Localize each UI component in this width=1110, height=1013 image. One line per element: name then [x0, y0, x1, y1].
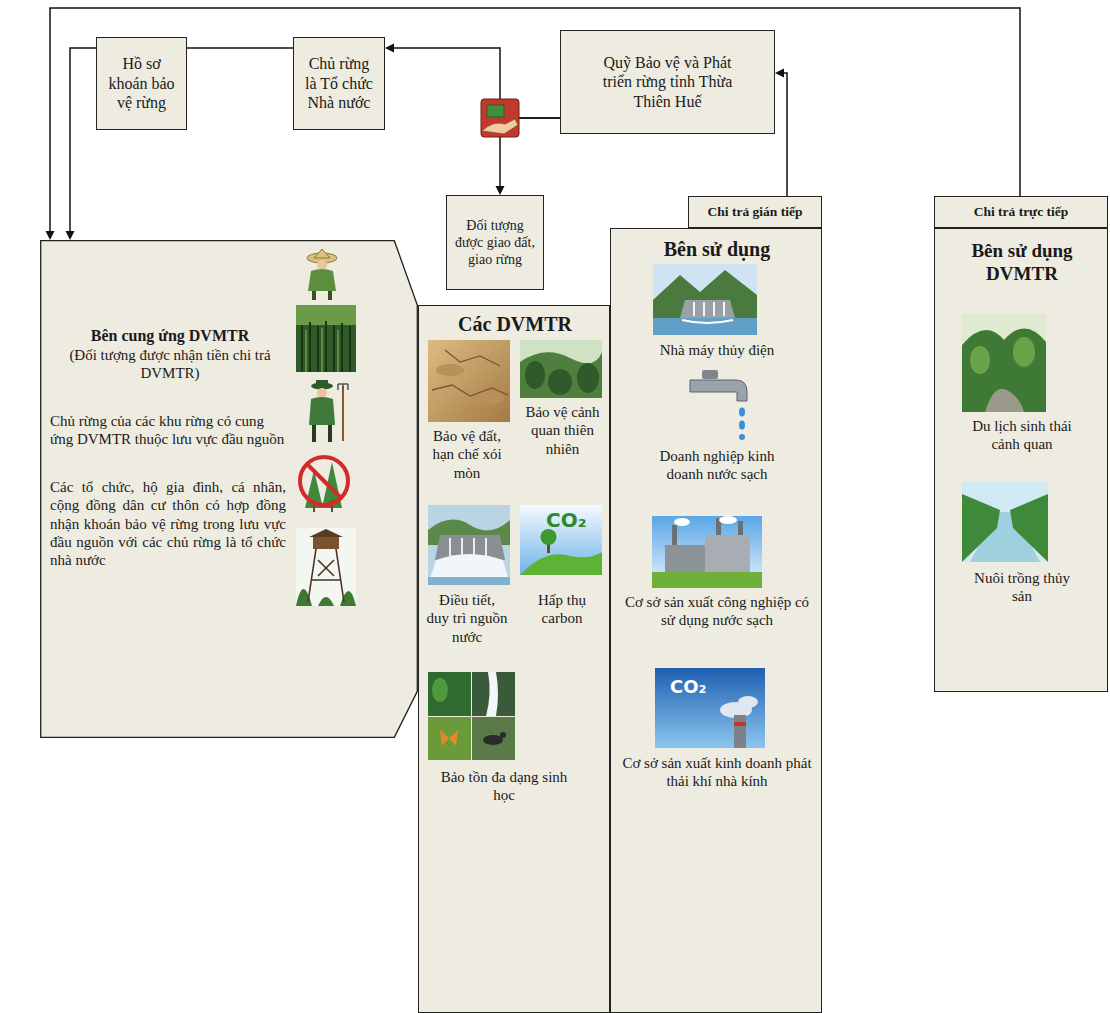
text-frame: Du lịch sinh thái cảnh quan [962, 417, 1082, 454]
soil-picture [428, 340, 510, 422]
picture-caption: Cơ sở sản xuất kinh doanh phát thải khí … [619, 754, 815, 791]
farmer-picture [307, 249, 337, 300]
fund-box: Quỹ Bảo vệ và Phát triển rừng tỉnh Thừa … [560, 30, 775, 134]
text-frame: Nhà máy thủy điện [611, 341, 823, 359]
connector-line [70, 48, 96, 231]
provider-panel: Bên cung ứng DVMTR(Đối tượng được nhận t… [40, 240, 418, 738]
biodiversity-picture [428, 672, 515, 760]
arrow-head [775, 69, 784, 78]
text-frame: Các tổ chức, hộ gia đình, cá nhân, cộng … [50, 478, 286, 569]
text-frame: Cơ sở sản xuất kinh doanh phát thải khí … [619, 754, 815, 791]
ecotourism-picture [962, 314, 1046, 412]
factory-picture [652, 516, 762, 588]
picture-label: CO₂ [546, 508, 586, 532]
box-label: Quỹ Bảo vệ và Phát triển rừng tỉnh Thừa … [587, 53, 748, 112]
text-frame: Chủ rừng của các khu rừng có cung ứng DV… [50, 412, 286, 449]
connector [775, 69, 787, 197]
text-frame: Cơ sở sản xuất công nghiệp có sử dụng nư… [619, 593, 815, 630]
payment-box: Chi trả trực tiếp [934, 196, 1108, 228]
forest-picture [296, 305, 356, 372]
panel-heading: Bên sử dụng [611, 237, 823, 261]
carbon-picture [520, 505, 602, 575]
text-frame: Doanh nghiệp kinh doanh nước sạch [641, 447, 793, 484]
text-frame: (Đối tượng được nhận tiền chi trả DVMTR) [50, 346, 290, 383]
dam-picture [428, 505, 510, 585]
connector [385, 44, 560, 119]
label-frame: CO₂ [670, 676, 706, 697]
box-label: Hồ sơ khoán bảo vệ rừng [105, 54, 178, 113]
panel-paragraph: Các tổ chức, hộ gia đình, cá nhân, cộng … [50, 478, 286, 569]
picture-caption: Du lịch sinh thái cảnh quan [962, 417, 1082, 454]
text-frame: Nuôi trồng thủy sản [972, 569, 1072, 606]
no-logging-picture [300, 457, 348, 512]
picture-caption: Bảo vệ cảnh quan thiên nhiên [516, 403, 609, 458]
box-label: Chi trả trực tiếp [974, 204, 1069, 220]
text-frame: Bên cung ứng DVMTR [50, 326, 290, 346]
connector-line [187, 47, 293, 49]
picture-caption: Nuôi trồng thủy sản [972, 569, 1072, 606]
recipient-box: Đối tượng được giao đất, giao rừng [446, 195, 544, 290]
connector [187, 48, 293, 49]
text-frame: Điều tiết, duy trì nguồn nước [426, 591, 508, 646]
arrow-head [496, 186, 505, 195]
panel-heading: Các DVMTR [419, 312, 611, 336]
picture-caption: Nhà máy thủy điện [611, 341, 823, 359]
picture-caption: Hấp thụ carbon [519, 591, 605, 628]
user-panel: Bên sử dụngNhà máy thủy điệnDoanh nghiệp… [610, 228, 822, 1013]
ranger-picture [309, 380, 348, 442]
text-frame: Các DVMTR [419, 312, 611, 336]
document-box: Hồ sơ khoán bảo vệ rừng [96, 37, 187, 130]
panel-heading: Bên cung ứng DVMTR [50, 326, 290, 346]
watchtower-picture [296, 528, 356, 606]
panel-heading: Bên sử dụng DVMTR [945, 239, 1099, 285]
text-frame: Bảo vệ cảnh quan thiên nhiên [516, 403, 609, 458]
panel-paragraph: Chủ rừng của các khu rừng có cung ứng DV… [50, 412, 286, 449]
picture-caption: Cơ sở sản xuất công nghiệp có sử dụng nư… [619, 593, 815, 630]
picture-caption: Bảo tồn đa dạng sinh học [429, 768, 579, 805]
user-panel: Bên sử dụng DVMTR Du lịch sinh thái cảnh … [934, 228, 1108, 692]
text-frame: Bảo tồn đa dạng sinh học [429, 768, 579, 805]
text-frame: Hấp thụ carbon [519, 591, 605, 628]
payment-icon [481, 99, 519, 137]
connector-line [394, 48, 560, 118]
emission-picture [655, 668, 765, 748]
picture-caption: Doanh nghiệp kinh doanh nước sạch [641, 447, 793, 484]
text-frame: Bên sử dụng [611, 237, 823, 261]
picture-caption: Điều tiết, duy trì nguồn nước [426, 591, 508, 646]
panel-outline-shape [41, 241, 418, 738]
panel-fills [40, 228, 1108, 1013]
text-frame: Bảo vệ đất, hạn chế xói mòn [426, 427, 508, 482]
text-frame: Bên sử dụng DVMTR [945, 239, 1099, 285]
owner-box: Chủ rừng là Tổ chức Nhà nước [293, 37, 385, 130]
aquaculture-picture [962, 482, 1048, 562]
hydropower-picture [653, 264, 757, 335]
box-label: Đối tượng được giao đất, giao rừng [451, 217, 539, 268]
box-label: Chủ rừng là Tổ chức Nhà nước [302, 54, 376, 113]
arrow-head [66, 231, 75, 240]
water-tap-picture [690, 370, 747, 440]
connector-line [784, 73, 787, 196]
arrow-head [385, 44, 394, 53]
arrow-head [46, 231, 55, 240]
picture-caption: Bảo vệ đất, hạn chế xói mòn [426, 427, 508, 482]
payment-box: Chi trả gián tiếp [688, 196, 822, 228]
picture-label: CO₂ [670, 676, 706, 697]
connector [66, 48, 97, 240]
box-label: Chi trả gián tiếp [708, 204, 803, 220]
panel-subheading: (Đối tượng được nhận tiền chi trả DVMTR) [50, 346, 290, 383]
label-frame: CO₂ [546, 508, 586, 532]
service-panel: Các DVMTRBảo vệ đất, hạn chế xói mònBảo … [418, 305, 610, 1013]
landscape-picture [520, 340, 602, 398]
